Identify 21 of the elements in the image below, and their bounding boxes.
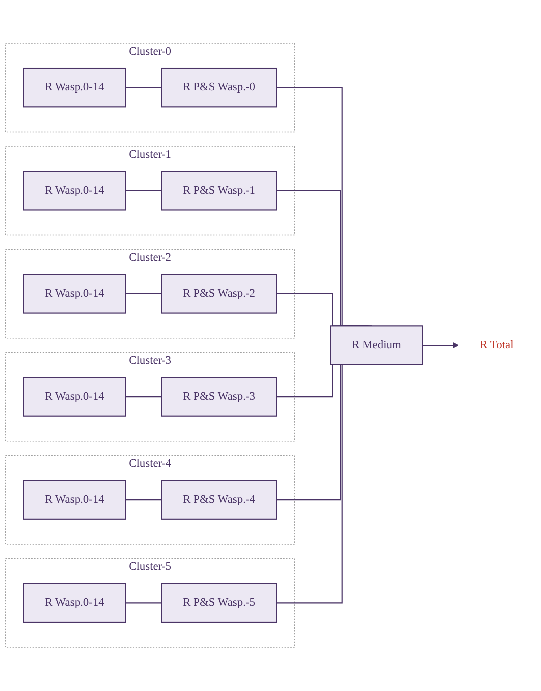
node-box: R Medium [330,326,424,366]
node-box: R Wasp.0-14 [23,583,126,624]
node-box: R P&S Wasp.-4 [161,480,278,520]
connector [126,602,162,604]
node-text: R Total [480,339,514,352]
node-box: R Wasp.0-14 [23,68,126,108]
connector [126,293,162,294]
node-box: R Wasp.0-14 [23,171,126,211]
node-box: R P&S Wasp.-1 [161,171,278,211]
connector [126,87,162,88]
node-box: R Wasp.0-14 [23,377,126,417]
node-box: R P&S Wasp.-2 [161,274,278,314]
node-box: R P&S Wasp.-3 [161,377,278,417]
node-box: R P&S Wasp.-5 [161,583,278,624]
node-box: R P&S Wasp.-0 [161,68,278,108]
node-box: R Wasp.0-14 [23,480,126,520]
arrow [422,342,459,349]
node-box: R Wasp.0-14 [23,274,126,314]
connector [126,396,162,398]
connector [126,500,162,501]
connector [126,190,162,192]
